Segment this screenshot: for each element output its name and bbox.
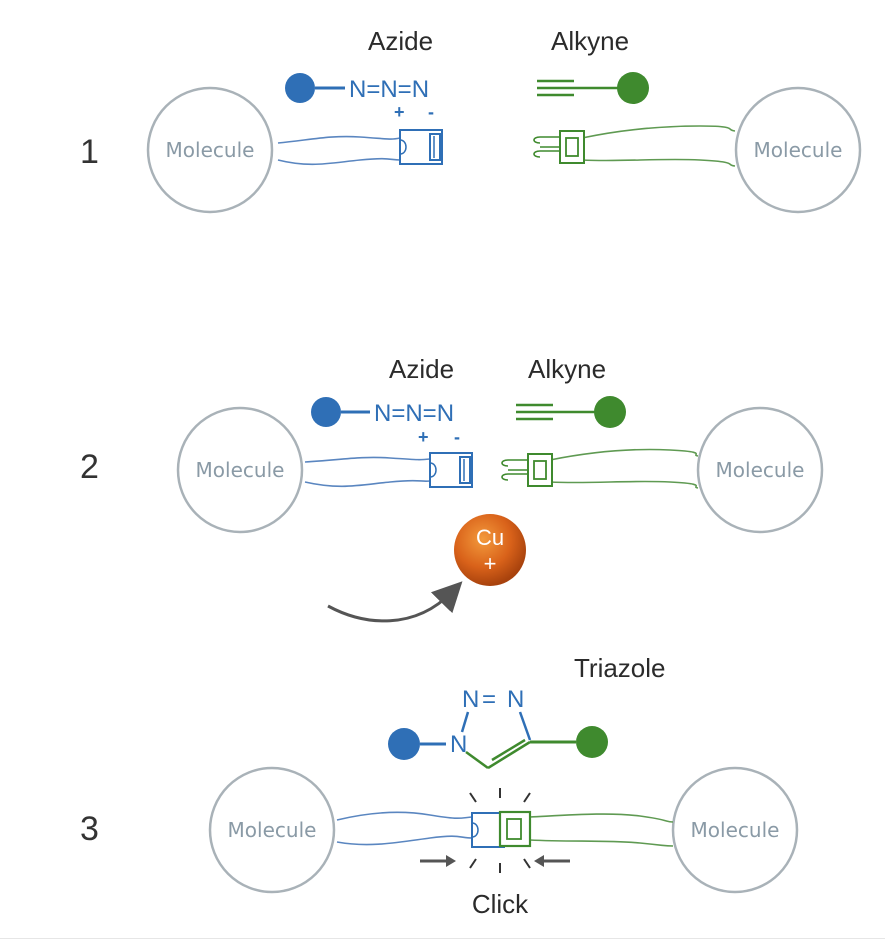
triazole-label: Triazole [574,653,666,683]
spark-burst-icon [469,788,531,873]
ring-atom: N [450,731,467,758]
buckle-female-icon [429,452,473,488]
tether-line [581,158,736,167]
alkyne-label: Alkyne [551,26,629,56]
charge-minus: - [454,427,460,447]
tether-line [304,479,431,488]
tether-line [304,456,431,463]
clicked-buckle [471,810,532,848]
molecule-circle [176,406,304,534]
bottom-divider [0,938,885,939]
step-number: 3 [80,810,99,848]
tether-line [277,157,401,166]
molecule-label: Molecule [716,458,805,482]
ring-atom: N [507,686,524,713]
azide-label: Azide [389,354,454,384]
tether-line [529,813,674,823]
buckle-male-icon [501,453,553,487]
molecule-circle [671,766,799,894]
tether-line [277,135,401,144]
azide-ball-icon [311,397,341,427]
molecule-label: Molecule [166,138,255,162]
azide-formula: N=N=N [349,76,429,103]
tether-line [336,835,473,846]
step-number: 2 [80,448,99,486]
push-arrow-icon [534,855,570,867]
buckle-female-icon [399,129,443,165]
molecule-circle [146,86,274,214]
charge-minus: - [428,102,434,122]
molecule-label: Molecule [228,818,317,842]
azide-group: N=N=N + - [285,73,434,122]
curved-arrow-icon [327,581,463,623]
step-3: 3 Triazole N N = N Molecule Molecule [80,653,799,919]
alkyne-group [537,72,649,104]
azide-ball-icon [388,728,420,760]
charge-plus: + [394,102,405,122]
molecule-circle [734,86,862,214]
step-2: 2 Azide Alkyne N=N=N + - Molecule Molecu… [80,354,824,623]
tether-line [336,811,473,821]
charge-plus: + [418,427,429,447]
tether-line [581,125,736,139]
catalyst-symbol: Cu [476,525,504,550]
alkyne-ball-icon [594,396,626,428]
copper-ion-icon: Cu + [454,514,526,586]
azide-group: N=N=N + - [311,397,460,447]
click-label: Click [472,889,529,919]
alkyne-label: Alkyne [528,354,606,384]
alkyne-ball-icon [617,72,649,104]
ring-atom: N [462,686,479,713]
molecule-label: Molecule [754,138,843,162]
molecule-circle [696,406,824,534]
catalyst-charge: + [484,551,497,576]
azide-label: Azide [368,26,433,56]
molecule-label: Molecule [691,818,780,842]
azide-formula: N=N=N [374,400,454,427]
step-number: 1 [80,133,99,171]
azide-ball-icon [285,73,315,103]
triazole-ring: N N = N [388,686,608,770]
tether-line [549,448,699,461]
step-1: 1 Azide Alkyne N=N=N + - Molecule [80,26,862,214]
molecule-circle [208,766,336,894]
buckle-male-icon [533,130,585,164]
tether-line [529,839,674,847]
alkyne-group [516,396,626,428]
alkyne-ball-icon [576,726,608,758]
ring-bond: = [482,686,496,713]
molecule-label: Molecule [196,458,285,482]
push-arrow-icon [420,855,456,867]
tether-line [549,480,699,489]
